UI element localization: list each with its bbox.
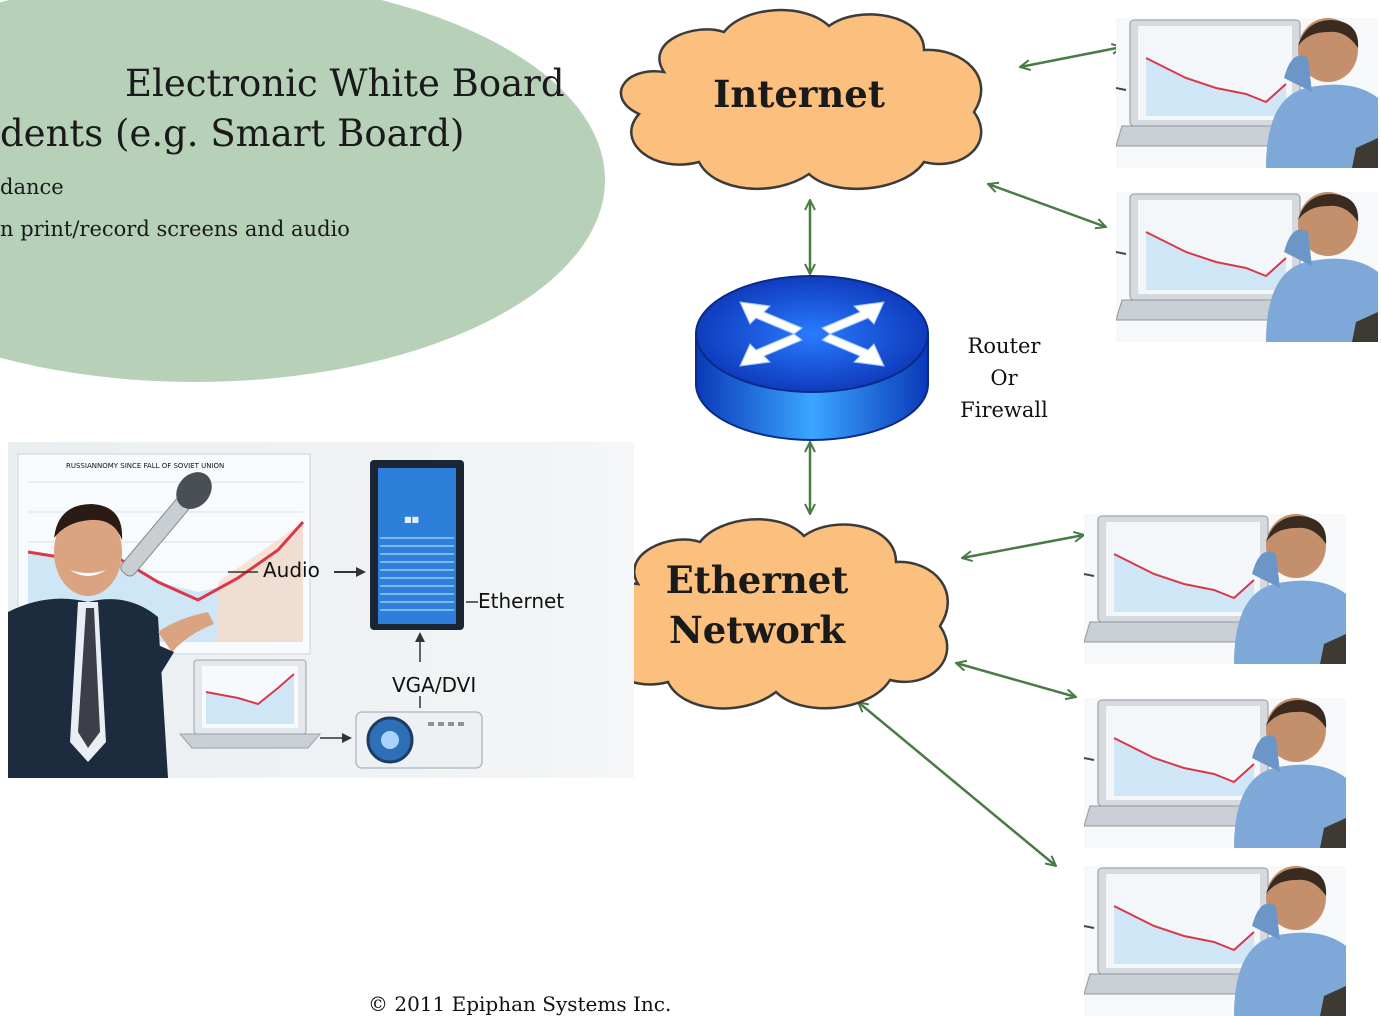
callout-bullet-1: dance — [0, 175, 64, 199]
ethernet-label-line2: Network — [668, 608, 846, 652]
arrow-ethernet-client4 — [956, 663, 1076, 697]
client-workstation-5 — [1084, 866, 1346, 1016]
ethernet-label-line1: Ethernet — [665, 558, 849, 602]
copyright-footer: © 2011 Epiphan Systems Inc. — [368, 992, 672, 1016]
router-label: Router Or Firewall — [950, 330, 1058, 426]
internet-cloud — [619, 8, 983, 191]
arrow-internet-client1 — [1020, 47, 1122, 67]
ethernet-port-label: Ethernet — [478, 589, 564, 613]
audio-label: Audio — [263, 558, 320, 582]
client-workstation-2 — [1116, 192, 1378, 342]
callout-title-line2: dents (e.g. Smart Board) — [0, 112, 465, 155]
arrow-internet-client2 — [988, 184, 1106, 227]
capture-device-icon: ■■ — [370, 460, 464, 630]
router-label-line1: Router — [967, 334, 1041, 358]
projector-icon — [355, 711, 483, 769]
presenter-person — [8, 504, 214, 778]
ethernet-label: Ethernet Network — [568, 555, 946, 655]
arrow-ethernet-client5 — [858, 702, 1056, 866]
chart-title: RUSSIANNOMY SINCE FALL OF SOVIET UNION — [66, 462, 224, 470]
laptop-icon — [178, 659, 322, 749]
vga-label: VGA/DVI — [392, 673, 476, 697]
callout-title-line1: Electronic White Board — [125, 62, 565, 105]
client-workstation-3 — [1084, 514, 1346, 664]
router-icon — [695, 275, 929, 441]
arrow-ethernet-client3 — [962, 535, 1084, 558]
svg-text:■■: ■■ — [404, 515, 419, 524]
internet-label: Internet — [713, 72, 885, 116]
client-workstation-1 — [1116, 18, 1378, 168]
router-label-line3: Firewall — [960, 398, 1048, 422]
callout-ellipse — [0, 0, 605, 382]
presenter-scene: RUSSIANNOMY SINCE FALL OF SOVIET UNION — [8, 442, 634, 778]
callout-bullet-2: n print/record screens and audio — [0, 217, 350, 241]
microphone-icon — [120, 472, 212, 577]
client-workstation-4 — [1084, 698, 1346, 848]
router-label-line2: Or — [990, 366, 1018, 390]
